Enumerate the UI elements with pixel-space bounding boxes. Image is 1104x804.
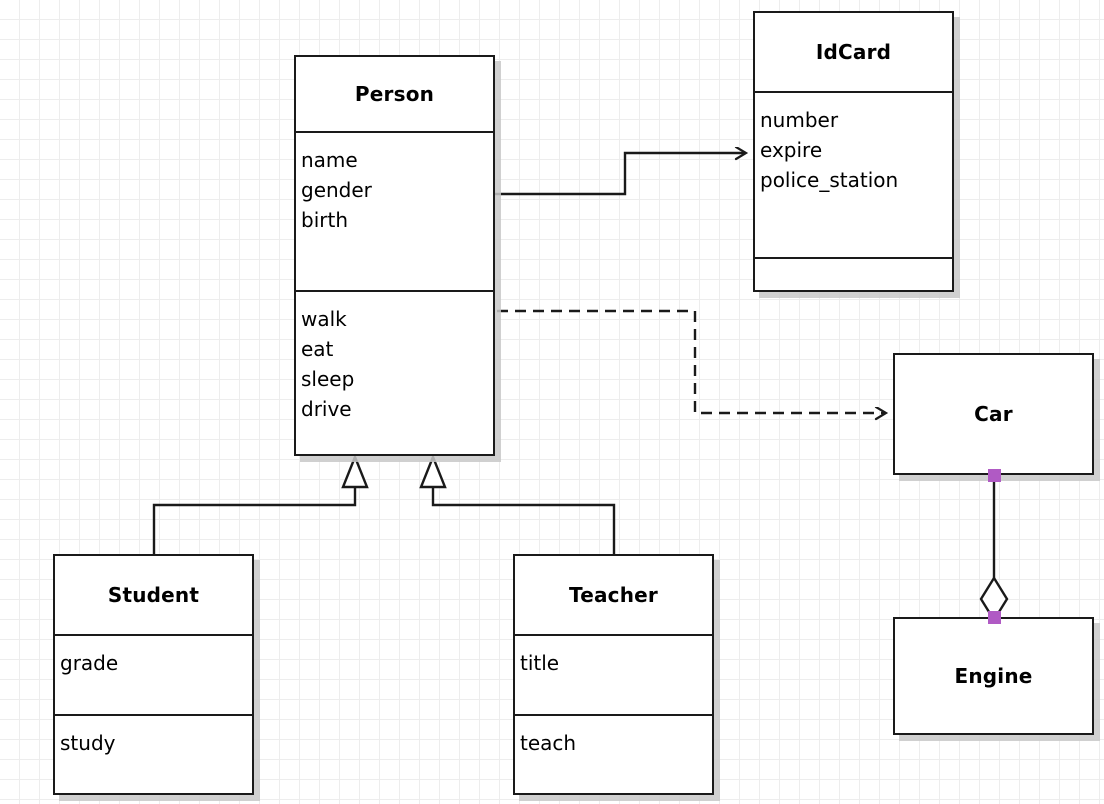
connection-handle-car-bottom[interactable]	[988, 469, 1001, 482]
attribute-item: police_station	[760, 168, 899, 192]
edge-person-idcard[interactable]	[495, 153, 746, 196]
attribute-item: name	[301, 148, 358, 172]
method-item: sleep	[301, 367, 355, 391]
class-box-engine[interactable]: Engine	[893, 617, 1094, 735]
class-methods-student: study	[55, 714, 252, 794]
connection-handle-engine-top[interactable]	[988, 611, 1001, 624]
method-item: study	[60, 731, 116, 755]
class-box-person[interactable]: Person name gender birth walk eat sleep …	[294, 55, 495, 456]
class-box-idcard[interactable]: IdCard number expire police_station	[753, 11, 954, 292]
class-methods-teacher: teach	[515, 714, 712, 794]
class-title-engine: Engine	[954, 664, 1033, 688]
method-item: eat	[301, 337, 334, 361]
class-title-student: Student	[107, 583, 200, 607]
attribute-item: expire	[760, 138, 823, 162]
edge-person-car[interactable]	[497, 309, 886, 413]
class-attributes-student: grade	[55, 634, 252, 714]
attribute-item: grade	[60, 651, 119, 675]
class-title-car: Car	[974, 402, 1013, 426]
edge-student-person[interactable]	[152, 453, 369, 554]
class-box-student[interactable]: Student grade study	[53, 554, 254, 795]
class-methods-person: walk eat sleep drive	[296, 290, 493, 453]
class-title-teacher: Teacher	[569, 583, 658, 607]
class-title-person: Person	[354, 82, 435, 106]
attribute-item: number	[760, 108, 839, 132]
class-methods-idcard	[755, 257, 952, 294]
class-attributes-teacher: title	[515, 634, 712, 714]
class-box-teacher[interactable]: Teacher title teach	[513, 554, 714, 795]
method-item: walk	[301, 307, 347, 331]
class-attributes-idcard: number expire police_station	[755, 91, 952, 257]
class-title-idcard: IdCard	[815, 40, 892, 64]
attribute-item: birth	[301, 208, 348, 232]
method-item: drive	[301, 397, 352, 421]
edge-teacher-person[interactable]	[419, 453, 616, 554]
attribute-item: gender	[301, 178, 372, 202]
method-item: teach	[520, 731, 577, 755]
class-attributes-person: name gender birth	[296, 131, 493, 290]
class-box-car[interactable]: Car	[893, 353, 1094, 475]
attribute-item: title	[520, 651, 560, 675]
edge-car-engine[interactable]	[979, 476, 1009, 623]
